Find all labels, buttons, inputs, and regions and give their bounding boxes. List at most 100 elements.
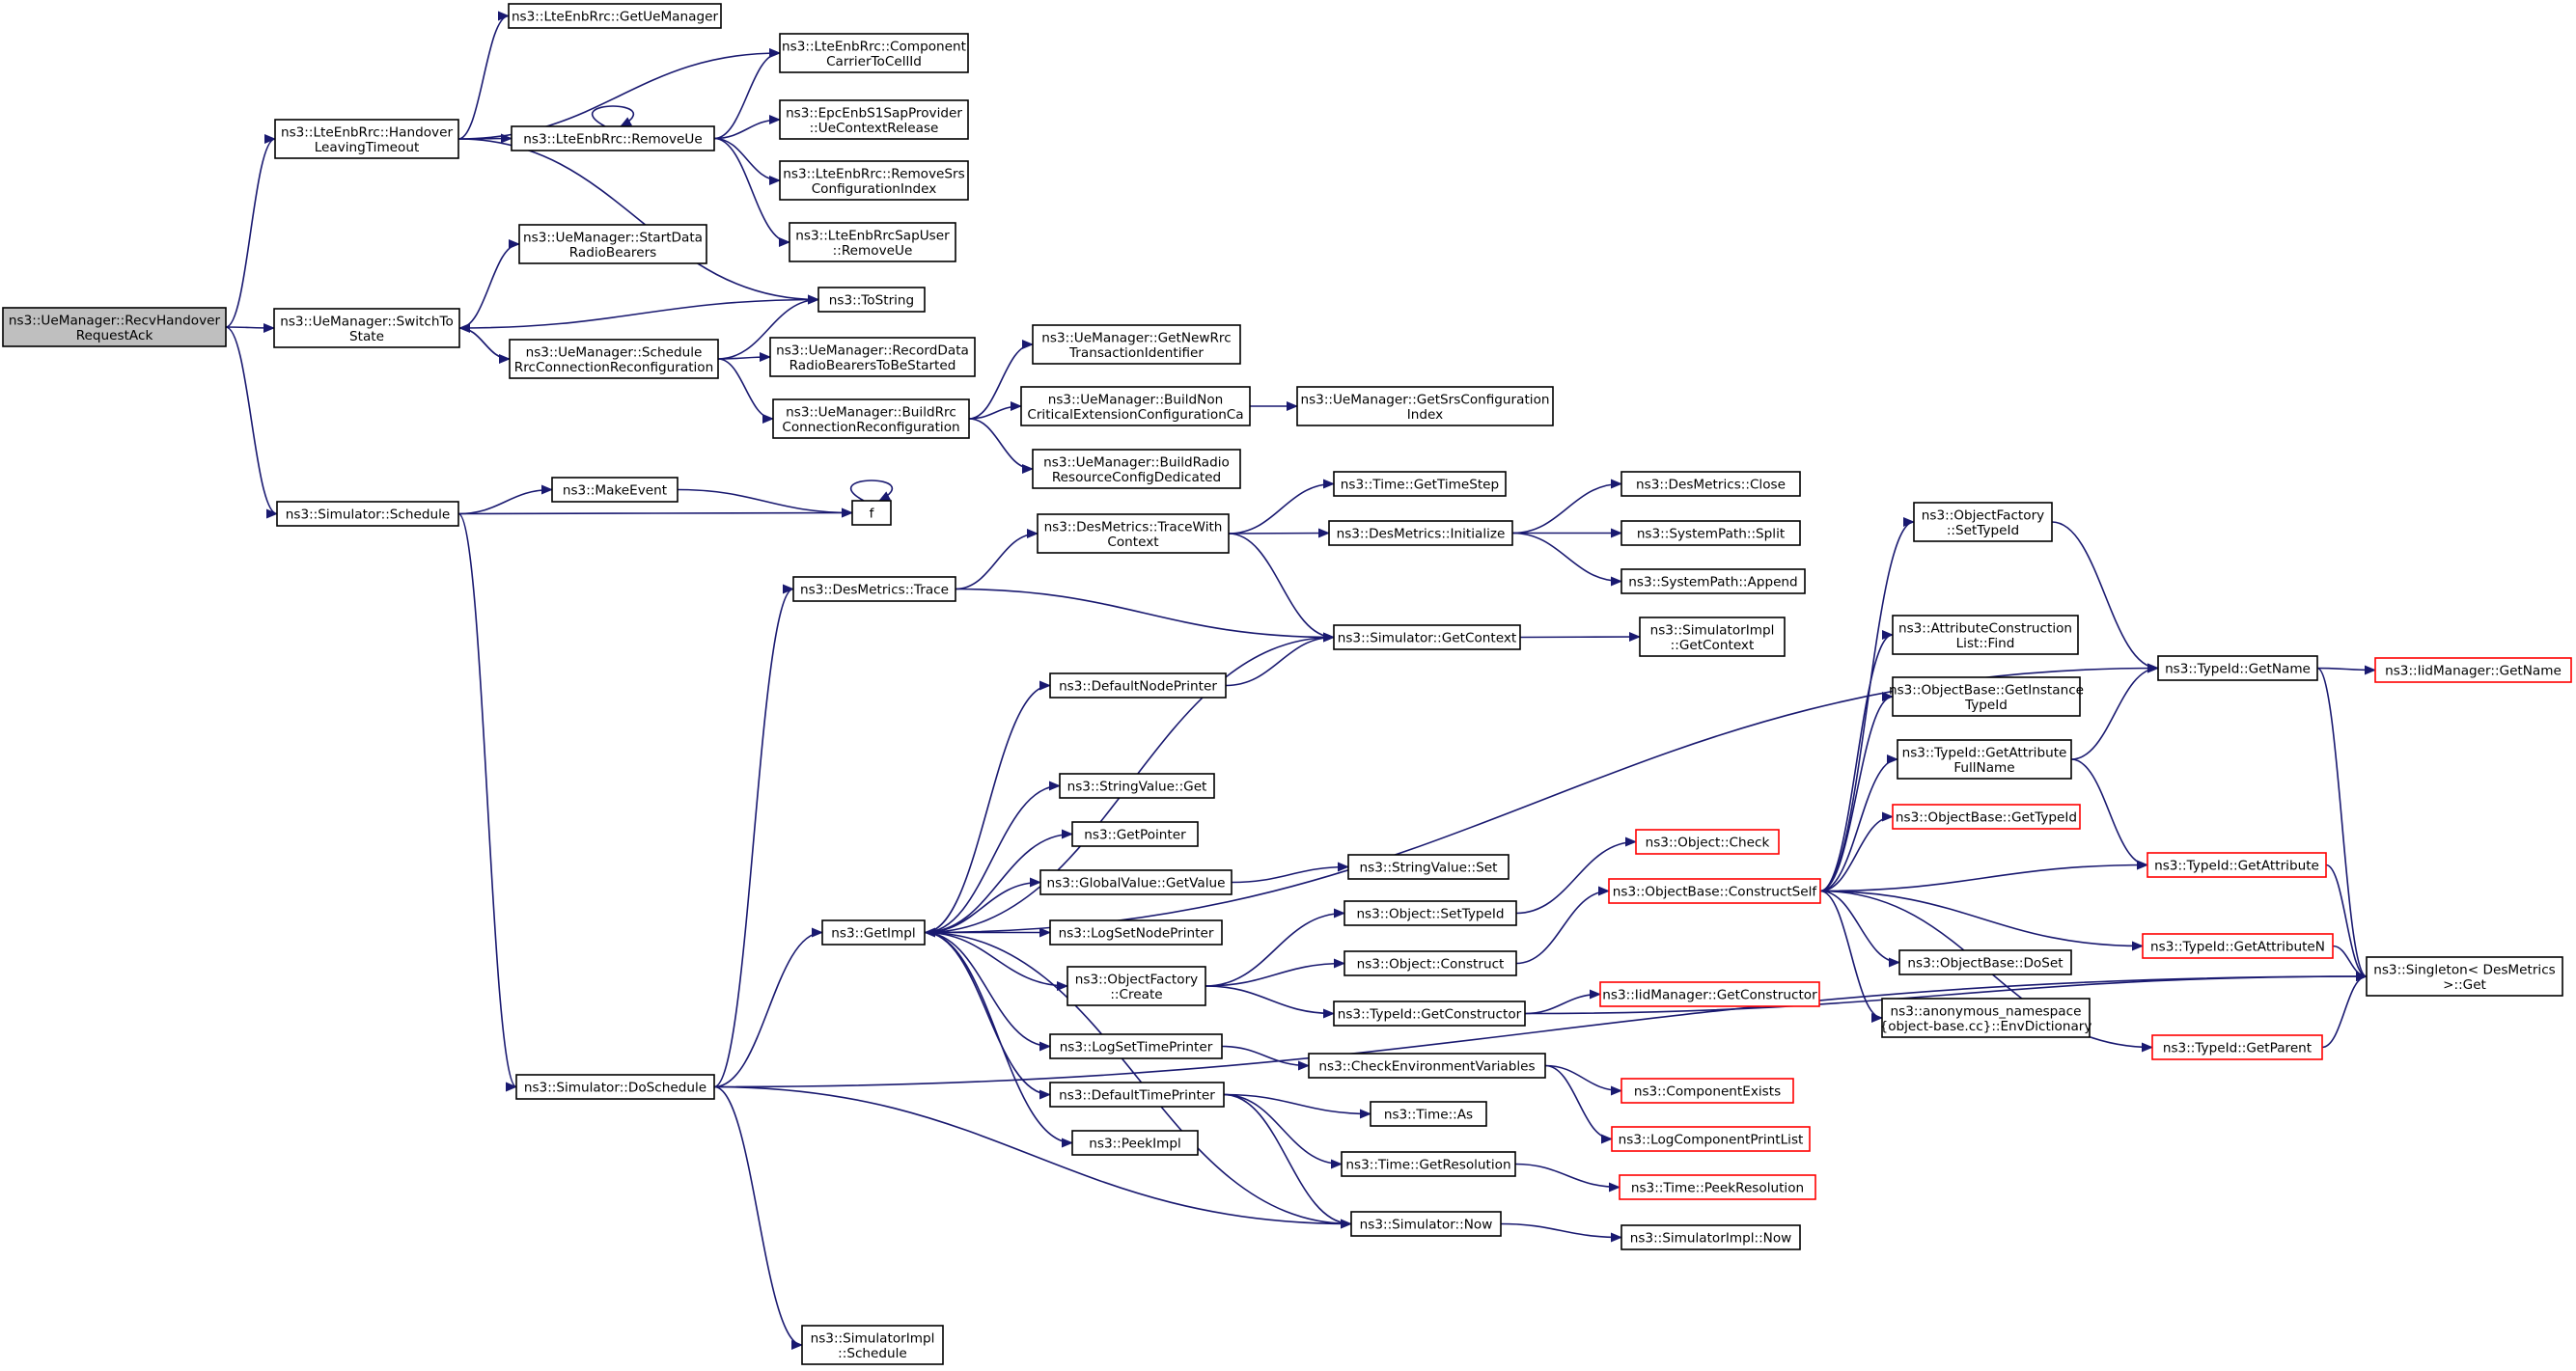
node-box <box>551 477 679 503</box>
edge-construct-self-to-object-base-do-set <box>1819 890 1900 968</box>
node-label: ns3::LteEnbRrc::RemoveUe <box>523 132 702 148</box>
node-object-base-get-type-id[interactable]: ns3::ObjectBase::GetTypeId <box>1892 804 2081 830</box>
node-string-value-get[interactable]: ns3::StringValue::Get <box>1059 773 1215 799</box>
node-default-time-printer[interactable]: ns3::DefaultTimePrinter <box>1049 1082 1225 1108</box>
nodes-layer: ns3::UeManager::RecvHandoverRequestAckns… <box>2 3 2572 1365</box>
node-object-set-type-id[interactable]: ns3::Object::SetTypeId <box>1343 900 1517 926</box>
node-to-string[interactable]: ns3::ToString <box>817 287 926 313</box>
node-box <box>1341 1151 1516 1177</box>
node-component-exists[interactable]: ns3::ComponentExists <box>1620 1078 1794 1104</box>
node-get-pointer[interactable]: ns3::GetPointer <box>1071 821 1199 847</box>
node-sim-schedule[interactable]: ns3::Simulator::Schedule <box>276 501 459 527</box>
node-env-dictionary[interactable]: ns3::anonymous_namespace{object-base.cc}… <box>1880 998 2092 1038</box>
node-box <box>1049 672 1227 699</box>
node-label: ns3::DefaultNodePrinter <box>1059 679 1217 695</box>
node-iid-get-name[interactable]: ns3::IidManager::GetName <box>2374 657 2572 683</box>
node-sim-impl-get-context[interactable]: ns3::SimulatorImpl::GetContext <box>1639 617 1786 657</box>
edge-remove-ue-to-ue-context-release <box>713 115 781 140</box>
node-sim-impl-now[interactable]: ns3::SimulatorImpl::Now <box>1620 1224 1801 1250</box>
node-sys-append[interactable]: ns3::SystemPath::Append <box>1620 568 1806 594</box>
node-record-data[interactable]: ns3::UeManager::RecordDataRadioBearersTo… <box>769 337 976 377</box>
node-time-get-time-step[interactable]: ns3::Time::GetTimeStep <box>1333 471 1507 497</box>
node-type-id-get-name[interactable]: ns3::TypeId::GetName <box>2157 655 2318 681</box>
node-label: ns3::ObjectBase::DoSet <box>1907 956 2063 972</box>
node-log-component-print-list[interactable]: ns3::LogComponentPrintList <box>1611 1126 1811 1152</box>
node-default-node-printer[interactable]: ns3::DefaultNodePrinter <box>1049 672 1227 699</box>
node-get-ue-manager[interactable]: ns3::LteEnbRrc::GetUeManager <box>508 3 722 29</box>
node-des-trace[interactable]: ns3::DesMetrics::Trace <box>792 576 956 602</box>
node-build-rrc[interactable]: ns3::UeManager::BuildRrcConnectionReconf… <box>772 398 970 439</box>
node-sim-now[interactable]: ns3::Simulator::Now <box>1350 1211 1502 1237</box>
node-box <box>1071 1130 1199 1156</box>
edge-construct-self-to-object-base-get-type-id <box>1819 811 1894 892</box>
node-f[interactable]: f <box>851 500 892 526</box>
node-string-value-set[interactable]: ns3::StringValue::Set <box>1347 854 1510 880</box>
node-box <box>801 1325 944 1365</box>
node-time-get-resolution[interactable]: ns3::Time::GetResolution <box>1341 1151 1516 1177</box>
node-label: ns3::LogComponentPrintList <box>1619 1133 1804 1148</box>
node-log-set-node-printer[interactable]: ns3::LogSetNodePrinter <box>1049 919 1223 946</box>
node-time-peek-resolution[interactable]: ns3::Time::PeekResolution <box>1619 1174 1816 1200</box>
edge-object-factory-create-to-object-set-type-id <box>1205 908 1345 987</box>
node-build-radio[interactable]: ns3::UeManager::BuildRadioResourceConfig… <box>1032 449 1241 489</box>
node-make-event[interactable]: ns3::MakeEvent <box>551 477 679 503</box>
node-peek-impl[interactable]: ns3::PeekImpl <box>1071 1130 1199 1156</box>
node-check-env[interactable]: ns3::CheckEnvironmentVariables <box>1308 1053 1546 1079</box>
node-label: ns3::SystemPath::Split <box>1637 527 1785 542</box>
node-label: ns3::GetImpl <box>831 926 915 942</box>
node-object-factory-set-type-id[interactable]: ns3::ObjectFactory::SetTypeId <box>1913 502 2053 542</box>
node-label: {object-base.cc}::EnvDictionary <box>1880 1019 2092 1034</box>
node-type-id-get-parent[interactable]: ns3::TypeId::GetParent <box>2151 1034 2323 1060</box>
node-remove-ue[interactable]: ns3::LteEnbRrc::RemoveUe <box>511 125 715 151</box>
node-box <box>2366 956 2563 997</box>
edge-des-initialize-to-des-close <box>1511 479 1622 535</box>
node-box <box>1620 471 1801 497</box>
node-singleton-get[interactable]: ns3::Singleton< DesMetrics >::Get <box>2366 956 2563 997</box>
node-des-close[interactable]: ns3::DesMetrics::Close <box>1620 471 1801 497</box>
node-box <box>851 500 892 526</box>
node-object-base-do-set[interactable]: ns3::ObjectBase::DoSet <box>1898 949 2072 975</box>
node-sim-do-schedule[interactable]: ns3::Simulator::DoSchedule <box>515 1074 715 1100</box>
node-type-id-get-constructor[interactable]: ns3::TypeId::GetConstructor <box>1333 1001 1526 1027</box>
node-sim-impl-schedule[interactable]: ns3::SimulatorImpl::Schedule <box>801 1325 944 1365</box>
node-construct-self[interactable]: ns3::ObjectBase::ConstructSelf <box>1608 878 1821 904</box>
node-sim-get-context[interactable]: ns3::Simulator::GetContext <box>1333 624 1521 650</box>
node-ue-context-release[interactable]: ns3::EpcEnbS1SapProvider::UeContextRelea… <box>779 99 969 140</box>
node-object-check[interactable]: ns3::Object::Check <box>1635 829 1780 855</box>
node-box <box>274 119 459 159</box>
node-type-id-get-attribute-n[interactable]: ns3::TypeId::GetAttributeN <box>2142 933 2334 959</box>
node-object-factory-create[interactable]: ns3::ObjectFactory::Create <box>1066 966 1206 1006</box>
edge-type-id-get-constructor-to-singleton-get <box>1524 972 2368 1015</box>
node-remove-srs[interactable]: ns3::LteEnbRrc::RemoveSrsConfigurationIn… <box>779 160 969 201</box>
node-global-value-get-value[interactable]: ns3::GlobalValue::GetValue <box>1039 869 1233 895</box>
node-des-initialize[interactable]: ns3::DesMetrics::Initialize <box>1328 520 1513 546</box>
node-sap-user-remove-ue[interactable]: ns3::LteEnbRrcSapUser::RemoveUe <box>789 222 956 262</box>
node-get-impl[interactable]: ns3::GetImpl <box>821 919 926 946</box>
edge-type-id-get-attr-full-name-to-type-id-get-name <box>2070 663 2159 760</box>
node-iid-get-constructor[interactable]: ns3::IidManager::GetConstructor <box>1599 981 1820 1007</box>
node-build-non[interactable]: ns3::UeManager::BuildNonCriticalExtensio… <box>1020 386 1251 426</box>
node-log-set-time-printer[interactable]: ns3::LogSetTimePrinter <box>1049 1033 1223 1059</box>
node-sys-split[interactable]: ns3::SystemPath::Split <box>1620 520 1801 546</box>
node-label: LeavingTimeout <box>315 140 420 155</box>
node-box <box>1635 829 1780 855</box>
node-label: ns3::LteEnbRrc::Handover <box>281 124 453 140</box>
edge-schedule-rrc-to-to-string <box>717 294 819 360</box>
edge-default-node-printer-to-sim-get-context <box>1225 632 1335 687</box>
node-time-as[interactable]: ns3::Time::As <box>1370 1101 1487 1127</box>
node-box <box>2 307 227 347</box>
node-schedule-rrc[interactable]: ns3::UeManager::ScheduleRrcConnectionRec… <box>509 339 719 379</box>
node-object-construct[interactable]: ns3::Object::Construct <box>1343 950 1517 976</box>
node-get-new-rrc[interactable]: ns3::UeManager::GetNewRrcTransactionIden… <box>1032 324 1241 365</box>
node-type-id-get-attribute[interactable]: ns3::TypeId::GetAttribute <box>2147 852 2327 878</box>
